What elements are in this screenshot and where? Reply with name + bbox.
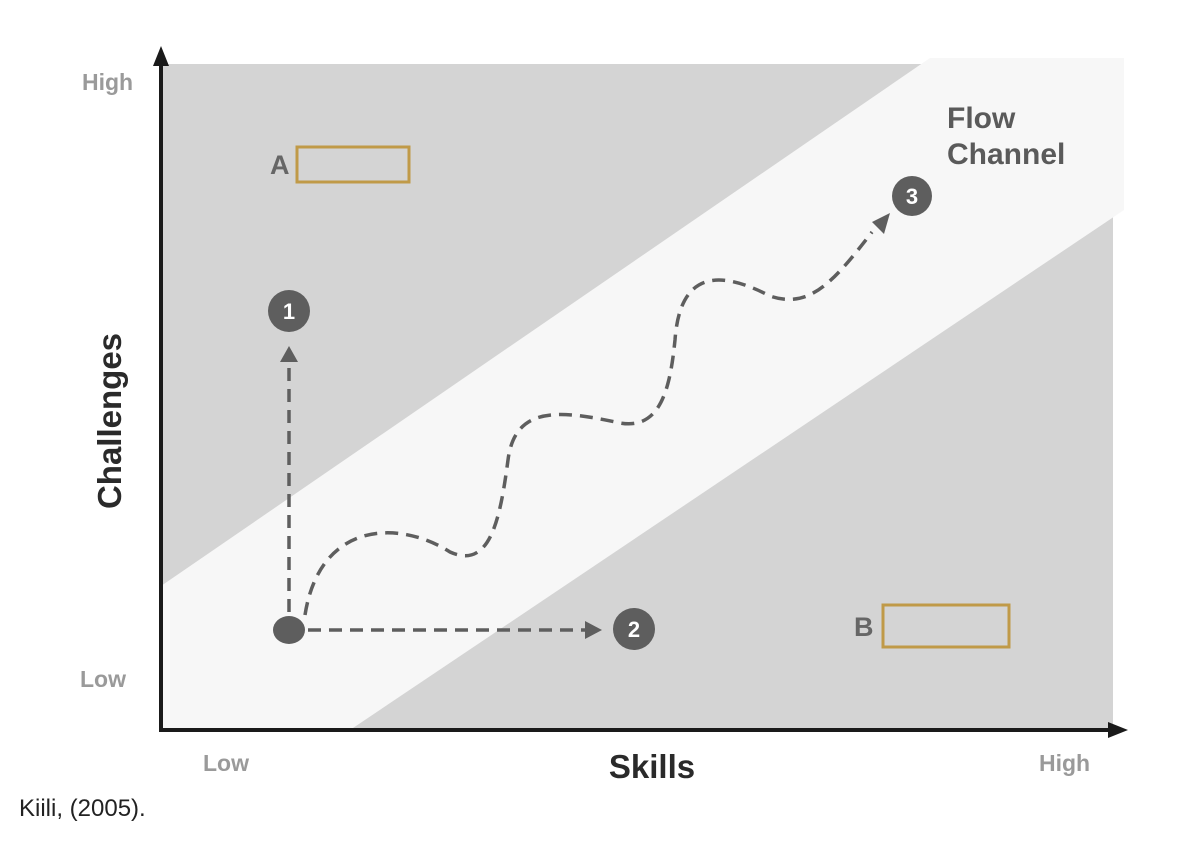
x-axis-high-label: High <box>1039 750 1090 776</box>
x-axis-arrowhead <box>1108 722 1128 738</box>
x-axis-title: Skills <box>609 748 695 785</box>
box-a-letter: A <box>270 150 290 180</box>
start-point <box>273 616 305 644</box>
y-axis-title: Challenges <box>91 333 128 509</box>
y-axis-high-label: High <box>82 69 133 95</box>
box-b <box>881 603 1011 649</box>
flow-channel-label-line2: Channel <box>947 138 1065 171</box>
flow-path <box>303 230 874 616</box>
box-b-letter: B <box>854 612 874 642</box>
marker-3 <box>892 176 932 216</box>
marker-1 <box>268 290 310 332</box>
marker-2-number: 2 <box>628 617 640 642</box>
path-to-challenge-arrowhead <box>280 346 298 362</box>
y-axis-arrowhead <box>153 46 169 66</box>
x-axis-low-label: Low <box>203 750 249 776</box>
flow-channel-label-line1: Flow <box>947 102 1016 135</box>
flow-path-arrowhead <box>872 213 890 234</box>
marker-3-number: 3 <box>906 184 918 209</box>
marker-2 <box>613 608 655 650</box>
path-to-skill-arrowhead <box>585 621 602 639</box>
citation: Kiili, (2005). <box>19 795 146 822</box>
box-a <box>295 145 411 184</box>
marker-1-number: 1 <box>283 299 295 324</box>
y-axis-low-label: Low <box>80 666 126 692</box>
